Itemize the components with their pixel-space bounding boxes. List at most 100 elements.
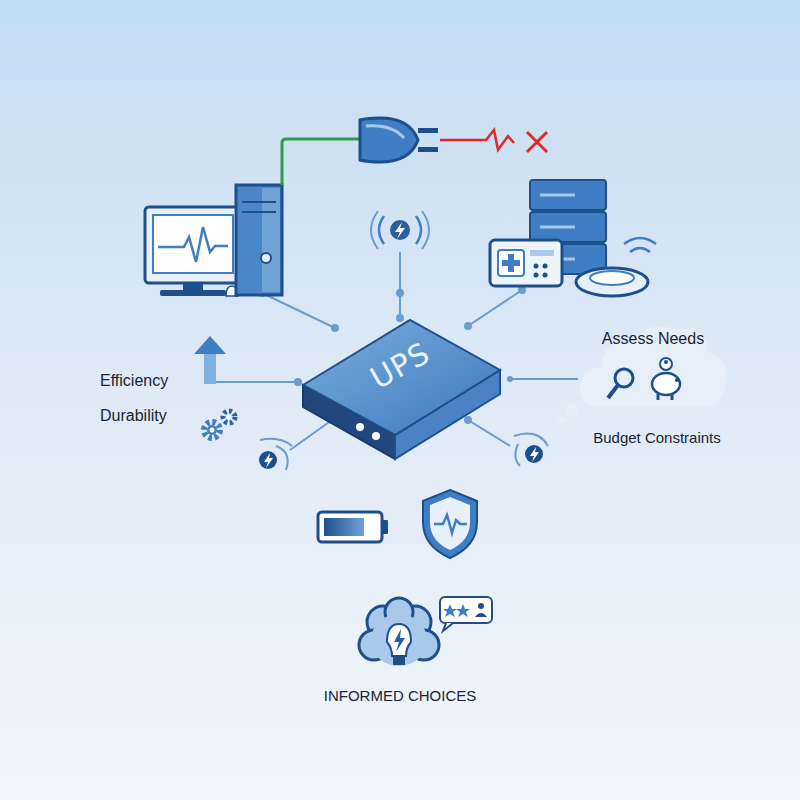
equipment-icons-part bbox=[624, 238, 656, 244]
footer-label: INFORMED CHOICES bbox=[300, 687, 500, 704]
leader-lines-part bbox=[262, 293, 335, 328]
thought-bubbles bbox=[559, 404, 579, 424]
rating-bubble bbox=[440, 597, 492, 631]
thought-cloud-shape-part bbox=[671, 394, 674, 400]
power-signal-icon-part bbox=[530, 447, 539, 462]
power-signal-icon-part bbox=[276, 446, 288, 470]
equipment-icons-part bbox=[543, 273, 548, 278]
computer-icon-part bbox=[262, 188, 280, 292]
thought-cloud-shape-part bbox=[657, 394, 660, 400]
feature-label: Efficiency bbox=[100, 372, 168, 390]
feature-label: Durability bbox=[100, 407, 167, 425]
efficiency-icon-part bbox=[194, 336, 226, 354]
power-signal-icon-part bbox=[264, 453, 273, 468]
power-signal-icon-part bbox=[525, 445, 543, 463]
power-signal-icon-part bbox=[259, 451, 277, 469]
computer-icon bbox=[145, 185, 282, 296]
power-plug bbox=[282, 118, 547, 185]
power-signal-icon-part bbox=[260, 439, 292, 446]
equipment-icons-part bbox=[534, 264, 539, 269]
gears-icon-part bbox=[207, 425, 217, 435]
leader-lines-part bbox=[465, 417, 471, 423]
equipment-icons-part bbox=[540, 194, 575, 197]
power-signal-icon-part bbox=[515, 444, 520, 466]
brain-icon-part bbox=[371, 614, 427, 666]
equipment-icons-part bbox=[630, 248, 650, 252]
leader-lines-part bbox=[519, 287, 525, 293]
power-plug-part bbox=[418, 147, 438, 152]
thought-cloud: Assess Needs bbox=[578, 318, 728, 414]
ups-box: UPS bbox=[300, 318, 502, 462]
battery-icon-part bbox=[318, 512, 382, 542]
gears-icon-part bbox=[204, 422, 220, 438]
shield-icon-part bbox=[423, 490, 477, 558]
equipment-icons-part bbox=[590, 271, 634, 285]
rating-bubble-part bbox=[478, 603, 484, 609]
leader-lines-part bbox=[295, 379, 301, 385]
brain-icon-part bbox=[394, 629, 405, 652]
ups-box-shape-part bbox=[372, 432, 380, 440]
brain-icon bbox=[359, 598, 439, 666]
equipment-icons-part bbox=[543, 264, 548, 269]
battery-icon-part bbox=[324, 518, 364, 536]
brain-icon-part bbox=[387, 624, 411, 656]
rating-bubble-part bbox=[440, 597, 492, 623]
computer-icon-part bbox=[160, 290, 226, 296]
gears-icon-part bbox=[223, 411, 235, 423]
computer-icon-part bbox=[153, 215, 233, 273]
power-signal-icon-part bbox=[514, 434, 548, 446]
power-plug-part bbox=[527, 132, 547, 152]
connector-line bbox=[510, 378, 578, 380]
power-signal-icon-part bbox=[395, 222, 405, 239]
leader-lines-part bbox=[216, 381, 298, 383]
shield-icon-part bbox=[434, 515, 467, 533]
power-signal-icon bbox=[371, 211, 429, 249]
rating-bubble-part bbox=[475, 613, 487, 617]
leader-lines-part bbox=[397, 290, 403, 296]
thought-cloud-shape-part bbox=[615, 369, 633, 387]
efficiency-icon-part bbox=[204, 352, 216, 384]
power-plug-part bbox=[282, 139, 360, 185]
battery-icon bbox=[318, 512, 388, 542]
power-plug-part bbox=[418, 128, 438, 133]
power-plug-part bbox=[440, 130, 514, 150]
equipment-icons-part bbox=[530, 212, 606, 242]
equipment-icons-part bbox=[540, 226, 575, 229]
power-plug-part bbox=[366, 126, 404, 138]
thought-cloud-shape-part bbox=[608, 385, 618, 398]
leader-lines-part bbox=[397, 315, 403, 321]
thought-bubbles-part bbox=[566, 404, 578, 416]
power-signal-icon-part bbox=[379, 216, 384, 244]
efficiency-icon bbox=[194, 336, 226, 384]
equipment-icons-part bbox=[498, 250, 524, 276]
power-signal-icon-part bbox=[422, 211, 429, 249]
rating-bubble-part bbox=[456, 604, 470, 617]
shield-icon-part bbox=[430, 497, 470, 550]
equipment-icons-part bbox=[530, 180, 606, 210]
power-signal-icon-part bbox=[390, 220, 410, 240]
note-label: Budget Constraints bbox=[577, 429, 737, 446]
leader-lines-part bbox=[332, 325, 338, 331]
ups-box-shape-part bbox=[303, 320, 500, 435]
computer-icon-part bbox=[183, 283, 203, 291]
thought-cloud-shape-part bbox=[652, 373, 680, 395]
thought-cloud-shape-part bbox=[675, 378, 679, 382]
thought-cloud-shape-part bbox=[664, 360, 668, 364]
computer-icon-part bbox=[236, 185, 282, 295]
shield-icon bbox=[423, 490, 477, 558]
rating-bubble-part bbox=[443, 623, 453, 631]
thought-cloud-shape-part bbox=[660, 358, 672, 370]
power-plug-part bbox=[360, 118, 418, 162]
power-signal-icon-part bbox=[416, 216, 421, 244]
computer-icon-part bbox=[145, 207, 241, 283]
battery-icon-part bbox=[382, 520, 388, 534]
leader-lines-part bbox=[290, 420, 332, 450]
equipment-icons-part bbox=[576, 268, 648, 296]
ups-box-shape bbox=[300, 318, 502, 462]
ups-box-shape-part bbox=[356, 423, 364, 431]
equipment-icons-part bbox=[534, 273, 539, 278]
equipment-icons-part bbox=[530, 250, 554, 256]
leader-lines-part bbox=[465, 323, 471, 329]
equipment-icons bbox=[490, 180, 656, 296]
